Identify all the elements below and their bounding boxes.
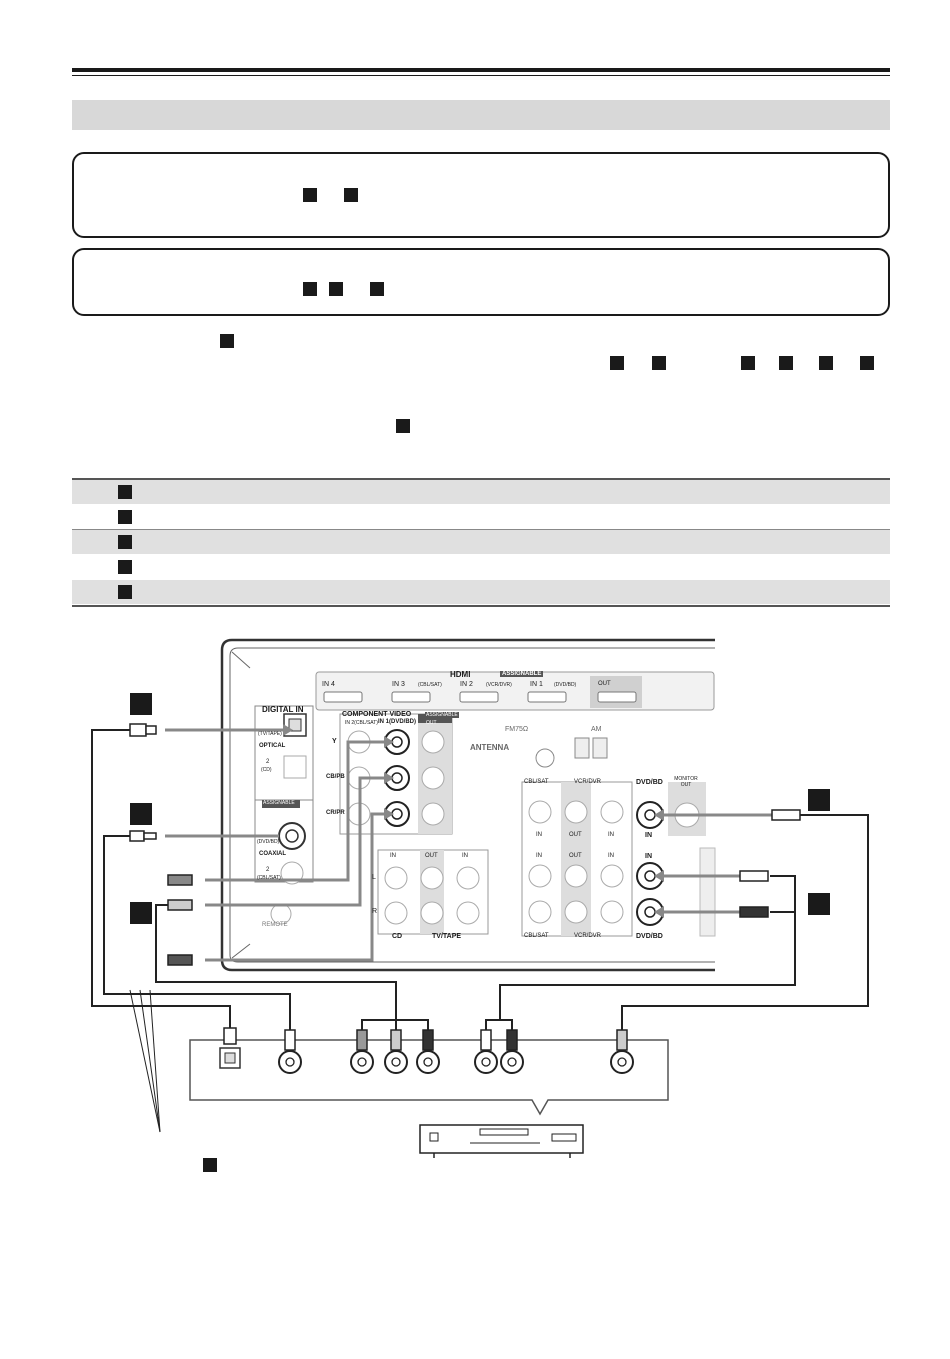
cbl-sat-bottom-label: CBL/SAT (524, 933, 549, 939)
coaxial-2-sub: (CBL/SAT) (257, 875, 281, 881)
am-label: AM (591, 726, 602, 733)
coaxial-2-label: 2 (266, 867, 270, 873)
dvd-bd-top-label: DVD/BD (636, 779, 663, 786)
component-y-label: Y (332, 738, 337, 745)
hdmi-port-label: IN 1 (530, 681, 543, 688)
monitor-out-label: MONITOR OUT (674, 776, 698, 788)
cd-in-label: IN (390, 853, 396, 859)
remote-label: REMOTE (262, 922, 288, 928)
component-cr-label: CR/PR (326, 810, 345, 816)
hdmi-port-label: IN 2 (460, 681, 473, 688)
coaxial-1-sub: (DVD/BD) (257, 839, 280, 845)
hdmi-port-sub: (CBL/SAT) (418, 682, 442, 688)
digital-in-label: DIGITAL IN (262, 705, 304, 714)
component-out-label: OUT (426, 720, 437, 726)
hdmi-out-label: OUT (598, 681, 611, 687)
marker-square (370, 282, 384, 296)
tvtape-out-label: OUT (425, 853, 438, 859)
table-bottom-rule (72, 605, 890, 607)
optical-2-label: 2 (266, 759, 270, 765)
marker-square (303, 282, 317, 296)
dvd-bd-bottom-label: DVD/BD (636, 933, 663, 940)
note-box-2 (72, 248, 890, 316)
marker-square (741, 356, 755, 370)
marker-square (652, 356, 666, 370)
marker-square (779, 356, 793, 370)
marker-square (303, 188, 317, 202)
component-video-label: COMPONENT VIDEO (342, 711, 412, 718)
component-in2-label: IN 2(CBL/SAT) (345, 720, 378, 726)
vcr-dvr-in-label: IN (608, 832, 614, 838)
cbl-sat-audio-in-label: IN (536, 853, 542, 859)
component-cb-label: CB/PB (326, 774, 345, 780)
coaxial-label: COAXIAL (259, 851, 286, 857)
fm-label: FM75Ω (505, 726, 529, 733)
dvd-bd-audio-in-label: IN (645, 853, 652, 860)
marker-square (860, 356, 874, 370)
marker-square (819, 356, 833, 370)
hdmi-port-sub: (DVD/BD) (554, 682, 577, 688)
cbl-sat-top-label: CBL/SAT (524, 779, 549, 785)
table-top-rule (72, 478, 890, 480)
table-row (72, 580, 890, 604)
table-row (72, 480, 890, 504)
marker-square (344, 188, 358, 202)
antenna-label: ANTENNA (470, 743, 510, 752)
marker-square (329, 282, 343, 296)
cd-label: CD (392, 933, 403, 940)
table-row (72, 505, 890, 529)
marker-square (118, 585, 132, 599)
component-assignable-badge: ASSIGNABLE (425, 712, 459, 718)
note-box-1 (72, 152, 890, 238)
vcr-dvr-audio-out-label: OUT (569, 853, 582, 859)
marker-square (396, 419, 410, 433)
hdmi-port-sub: (VCR/DVR) (486, 682, 512, 688)
hdmi-title: HDMI (450, 670, 471, 679)
header-rule-thin (72, 75, 890, 76)
vcr-dvr-out-label: OUT (569, 832, 582, 838)
marker-square (118, 485, 132, 499)
coaxial-assignable-badge: ASSIGNABLE (263, 800, 295, 806)
marker-square (118, 535, 132, 549)
dvd-bd-in-top-label: IN (645, 832, 652, 839)
marker-square (220, 334, 234, 348)
table-rule (72, 529, 890, 530)
optical-2-sub: (CD) (261, 767, 272, 773)
section-title-band (72, 100, 890, 130)
cbl-sat-in-label: IN (536, 832, 542, 838)
vcr-dvr-bottom-label: VCR/DVR (574, 933, 602, 939)
tvtape-in-label: IN (462, 853, 468, 859)
marker-square (118, 560, 132, 574)
tvtape-label: TV/TAPE (432, 933, 462, 940)
optical-label: OPTICAL (259, 743, 286, 749)
marker-square (610, 356, 624, 370)
audio-l-label: L (372, 874, 376, 881)
connection-diagram (91, 638, 869, 1158)
hdmi-assignable-badge: ASSIGNABLE (500, 671, 544, 677)
header-rule (72, 68, 890, 72)
hdmi-port-label: IN 4 (322, 681, 335, 688)
vcr-dvr-top-label: VCR/DVR (574, 779, 602, 785)
hdmi-port-label: IN 3 (392, 681, 405, 688)
table-row (72, 530, 890, 554)
audio-r-label: R (372, 908, 378, 915)
marker-square (203, 1158, 217, 1172)
optical-1-sub: (TV/TAPE) (258, 731, 282, 737)
table-row (72, 555, 890, 579)
component-in1-label: IN 1(DVD/BD) (378, 719, 417, 725)
marker-square (118, 510, 132, 524)
vcr-dvr-audio-in-label: IN (608, 853, 614, 859)
